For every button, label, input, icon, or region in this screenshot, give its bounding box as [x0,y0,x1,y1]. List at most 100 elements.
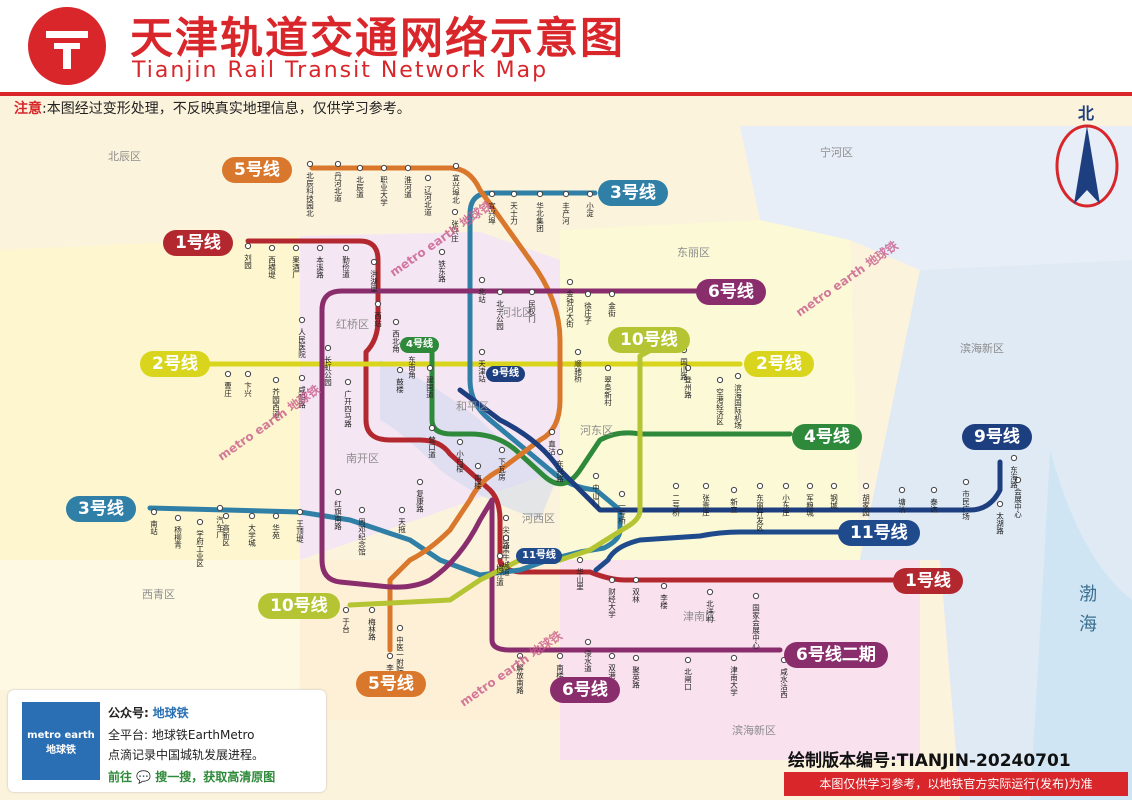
station-label: 一号桥 [617,502,626,526]
station-dot [368,606,376,614]
station-dot [398,506,406,514]
station: 中医一附院 [395,624,405,675]
station-dot [756,482,764,490]
station-label: 胡家园 [861,493,870,518]
station-label: 西横堤 [267,256,276,280]
station: 市民广场 [961,478,971,522]
station-label: 二号桥 [671,494,680,518]
info-wechat: 公众号: 地球铁 [108,706,189,720]
station-dot [396,624,404,632]
station-dot [632,654,640,662]
line-4-path [429,349,793,487]
compass-icon [1055,124,1119,208]
station: 咸阳路 [297,374,307,409]
station-label: 华北集团 [535,201,544,234]
station: 梅林路 [367,606,377,641]
district-label: 河北区 [500,306,533,319]
line-badge: 2号线 [744,351,814,377]
station-dot [392,318,400,326]
station: 杨柳青 [173,514,183,550]
station-dot [716,376,724,384]
station: 红旗南路 [333,488,343,530]
station-label: 黑牛城道 [501,546,510,578]
station-label: 东海路 [1009,465,1018,489]
station-label: 北站 [477,288,486,305]
station-dot [608,652,616,660]
station-dot [296,508,304,516]
station-label: 东兴路 [555,459,564,483]
station-dot [618,490,626,498]
station-label: 梅江道 [495,563,504,588]
station: 张兴庄 [450,208,460,244]
station: 空港经济区 [715,376,725,426]
station-dot [592,472,600,480]
line-badge-small: 11号线 [516,548,562,564]
station-dot [930,486,938,494]
station-label: 咸阳路 [297,385,306,409]
station-dot [244,370,252,378]
station-label: 塘沽 [897,497,906,515]
station: 梅江道 [495,552,505,588]
district-label: 和平区 [456,400,489,413]
district-label: 津南区 [683,610,716,623]
station: 人民医院 [297,316,307,360]
station: 广开四马路 [343,378,353,428]
station-dot [862,482,870,490]
station-dot [438,248,446,256]
tianjin-metro-logo [28,7,106,85]
station-label: 职业大学 [379,176,388,207]
line-badge: 6号线 [696,279,766,305]
station: 小淀 [585,190,595,219]
station-label: 丰产河 [561,201,570,225]
station: 钢城 [829,482,839,510]
station: 刘园 [244,242,253,270]
district-label: 滨海新区 [960,341,1004,355]
station-label: 解放南路 [515,663,524,695]
station: 滨海国际机场 [733,372,743,430]
station-dot [150,508,158,516]
station-label: 财经大学 [607,587,616,619]
station-dot [488,190,496,198]
line-11-path [593,529,841,573]
station-dot [298,316,306,324]
district-label: 西青区 [142,588,175,601]
district-label: 红桥区 [336,318,369,331]
station-dot [574,348,582,356]
station: 小东庄 [781,482,791,518]
station-dot [566,278,574,286]
line-badge: 6号线二期 [784,642,888,668]
station-dot [292,244,300,252]
station-dot [426,364,434,372]
station-dot [556,652,564,660]
station: 西站 [373,300,383,328]
station-dot [174,514,182,522]
line-badge: 9号线 [962,424,1032,450]
station-label: 小淀 [585,202,594,219]
station-dot [730,654,738,662]
station-dot [510,190,518,198]
station-label: 南楼 [473,473,482,491]
line-badge: 10号线 [258,593,340,619]
station: 铁东路 [437,248,447,283]
station: 芥园西道 [271,376,281,420]
station-dot [734,372,742,380]
version-code: 绘制版本编号:TIANJIN-20240701 [788,751,1071,771]
station-label: 市民广场 [961,489,970,522]
station: 西横堤 [267,244,277,280]
station-label: 人民医院 [297,328,306,360]
station: 徐庄子 [583,290,593,325]
station: 翠阜新村 [603,364,613,406]
station: 东兴路 [555,448,565,483]
note-label: 注意 [14,101,42,117]
station-label: 芥园西道 [271,388,280,420]
station-label: 双林 [631,588,640,605]
station-dot [576,556,584,564]
district-label: 东丽区 [677,246,710,259]
station-label: 中医一附院 [395,635,404,675]
station-dot [1010,454,1018,462]
station-label: 大学城 [247,523,256,548]
station-label: 铁东路 [437,259,446,283]
station-dot [374,300,382,308]
station-label: 复康路 [415,489,424,513]
